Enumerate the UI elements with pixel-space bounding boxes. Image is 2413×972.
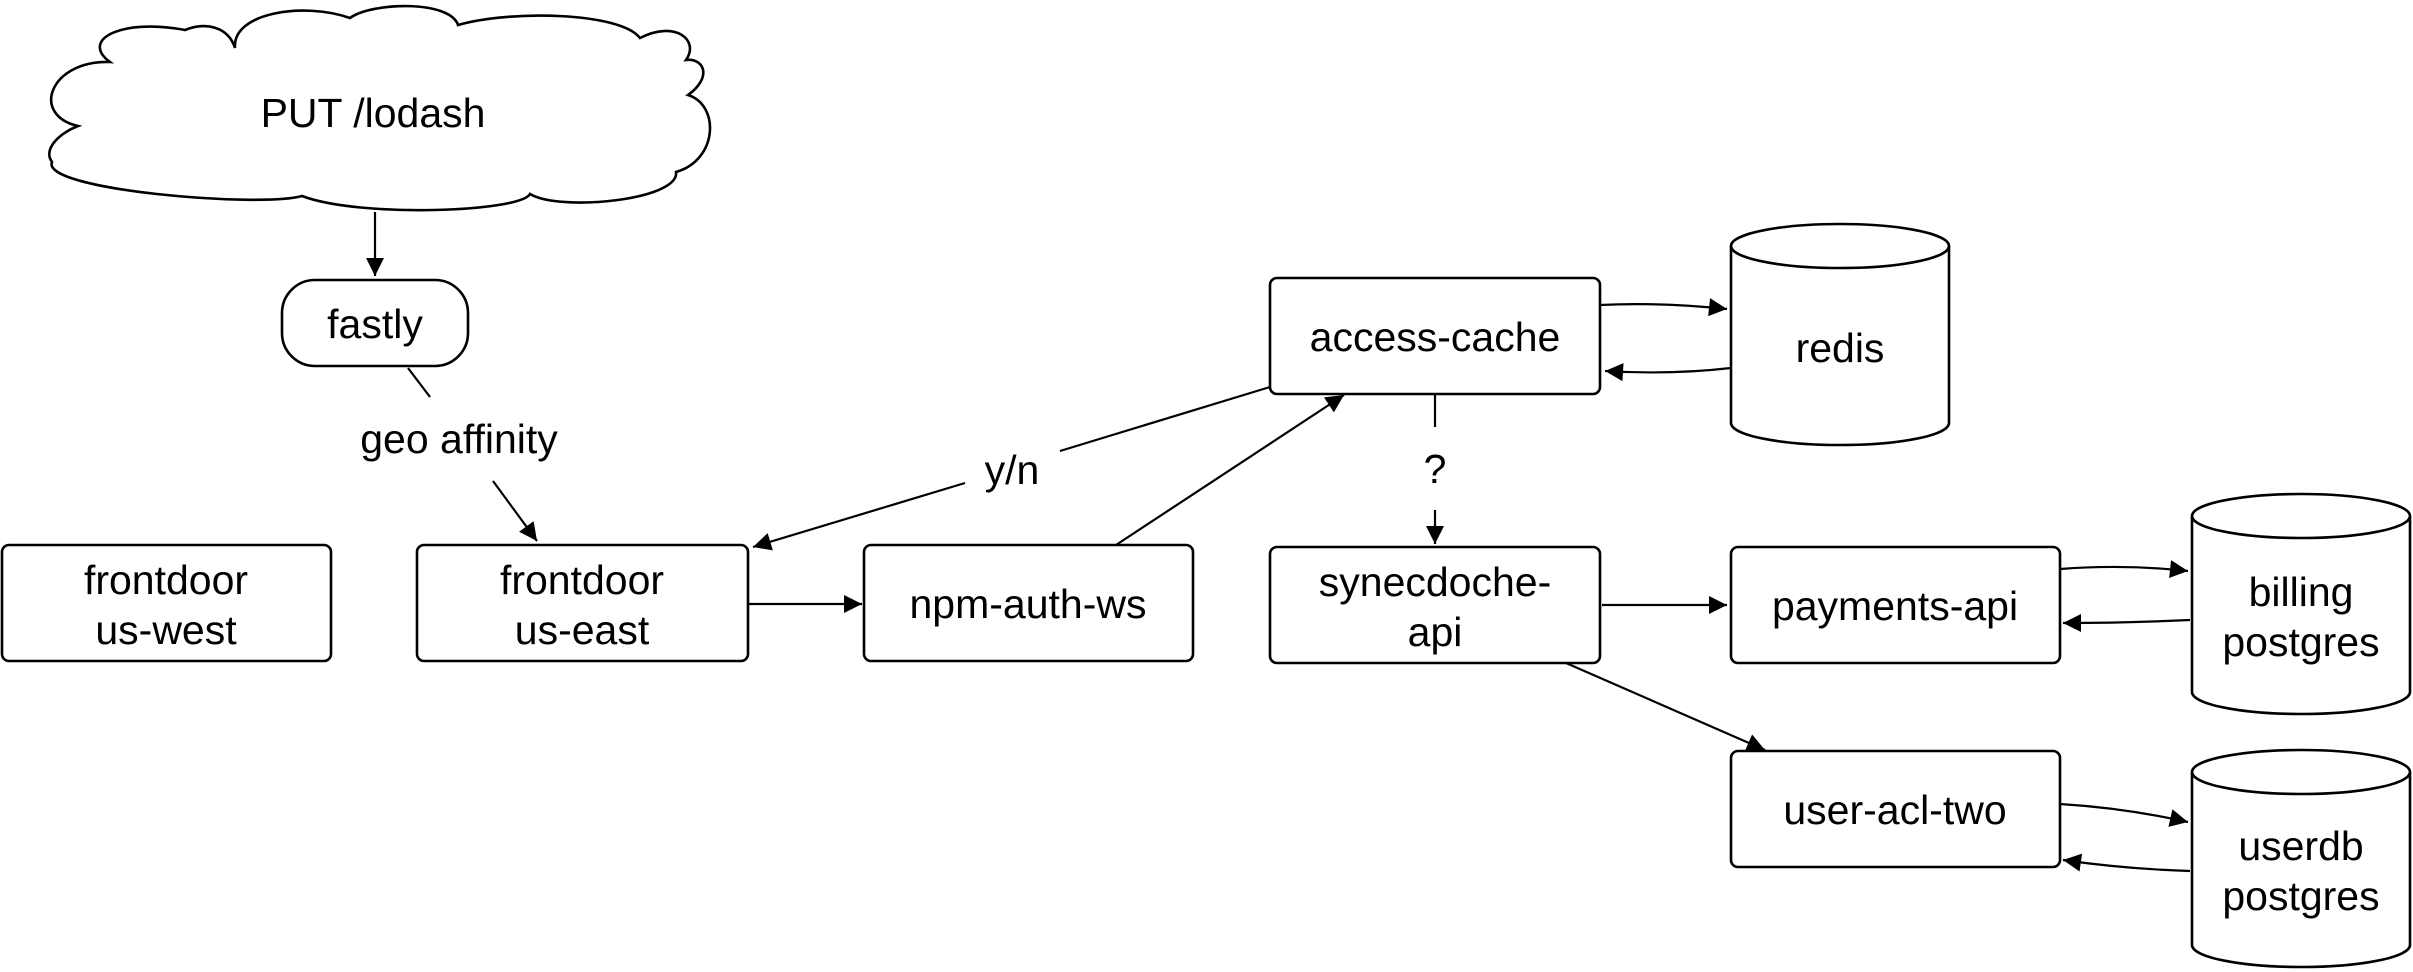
access-cache-box — [1268, 276, 1602, 396]
billing-postgres-line2: postgres — [2222, 619, 2379, 665]
userdb-postgres-cylinder — [2190, 772, 2412, 969]
billing-postgres-cylinder-top — [2190, 492, 2412, 540]
npm-auth-ws-label: npm-auth-ws — [910, 581, 1147, 627]
question-label: ? — [1424, 446, 1447, 492]
cloud-node: PUT /lodash — [48, 4, 712, 212]
frontdoor-us-west-box — [0, 543, 333, 663]
edge-userdb-to-user-acl — [2062, 853, 2191, 873]
npm-auth-ws-box — [862, 543, 1195, 663]
payments-api-box — [1729, 545, 2062, 665]
frontdoor-us-west-line1: frontdoor — [84, 557, 248, 603]
userdb-postgres-cylinder-top — [2190, 748, 2412, 796]
edge-yn-to-frontdoor-east — [752, 481, 966, 551]
frontdoor-us-east-line1: frontdoor — [500, 557, 664, 603]
access-cache-node: access-cache — [1268, 276, 1602, 396]
fastly-shape — [280, 278, 470, 368]
synecdoche-api-box — [1268, 545, 1602, 665]
frontdoor-us-west-line2: us-west — [95, 607, 237, 653]
npm-auth-ws-node: npm-auth-ws — [862, 543, 1195, 663]
frontdoor-us-east-node: frontdoor us-east — [415, 543, 750, 663]
redis-node: redis — [1729, 222, 1951, 447]
geo-affinity-label: geo affinity — [360, 416, 558, 462]
userdb-postgres-line2: postgres — [2222, 873, 2379, 919]
edge-access-cache-to-redis — [1599, 298, 1728, 317]
edge-payments-to-billing-line — [2059, 560, 2189, 578]
fastly-node: fastly — [280, 278, 470, 368]
user-acl-two-box — [1729, 749, 2062, 869]
frontdoor-us-east-line2: us-east — [515, 607, 650, 653]
billing-postgres-node: billing postgres — [2190, 492, 2412, 716]
edge-geo-affinity-to-frontdoor-east — [492, 480, 538, 542]
fastly-label: fastly — [327, 301, 423, 347]
access-cache-label: access-cache — [1310, 314, 1561, 360]
edge-npm-auth-to-access-cache — [1115, 394, 1345, 546]
cloud-shape — [48, 4, 712, 212]
synecdoche-api-node: synecdoche- api — [1268, 545, 1602, 665]
redis-cylinder — [1729, 246, 1951, 447]
user-acl-two-node: user-acl-two — [1729, 749, 2062, 869]
synecdoche-api-line1: synecdoche- — [1319, 559, 1551, 605]
edge-access-cache-to-yn — [1059, 385, 1271, 453]
billing-postgres-line1: billing — [2249, 569, 2354, 615]
synecdoche-api-line2: api — [1408, 609, 1463, 655]
frontdoor-us-east-box — [415, 543, 750, 663]
edge-user-acl-to-userdb — [2059, 802, 2189, 827]
edges — [366, 212, 2191, 873]
billing-postgres-cylinder — [2190, 516, 2412, 716]
cloud-label: PUT /lodash — [261, 90, 486, 136]
redis-cylinder-top — [1729, 222, 1951, 270]
redis-label: redis — [1796, 325, 1885, 371]
payments-api-label: payments-api — [1772, 583, 2018, 629]
edge-synecdoche-to-user-acl — [1565, 661, 1766, 752]
userdb-postgres-line1: userdb — [2238, 823, 2363, 869]
edge-billing-to-payments — [2062, 613, 2191, 632]
edge-redis-to-access-cache — [1604, 363, 1732, 382]
user-acl-two-label: user-acl-two — [1783, 787, 2006, 833]
userdb-postgres-node: userdb postgres — [2190, 748, 2412, 969]
payments-api-node: payments-api — [1729, 545, 2062, 665]
yn-label: y/n — [985, 447, 1040, 493]
edge-fastly-to-geo-affinity — [407, 367, 431, 398]
frontdoor-us-west-node: frontdoor us-west — [0, 543, 333, 663]
